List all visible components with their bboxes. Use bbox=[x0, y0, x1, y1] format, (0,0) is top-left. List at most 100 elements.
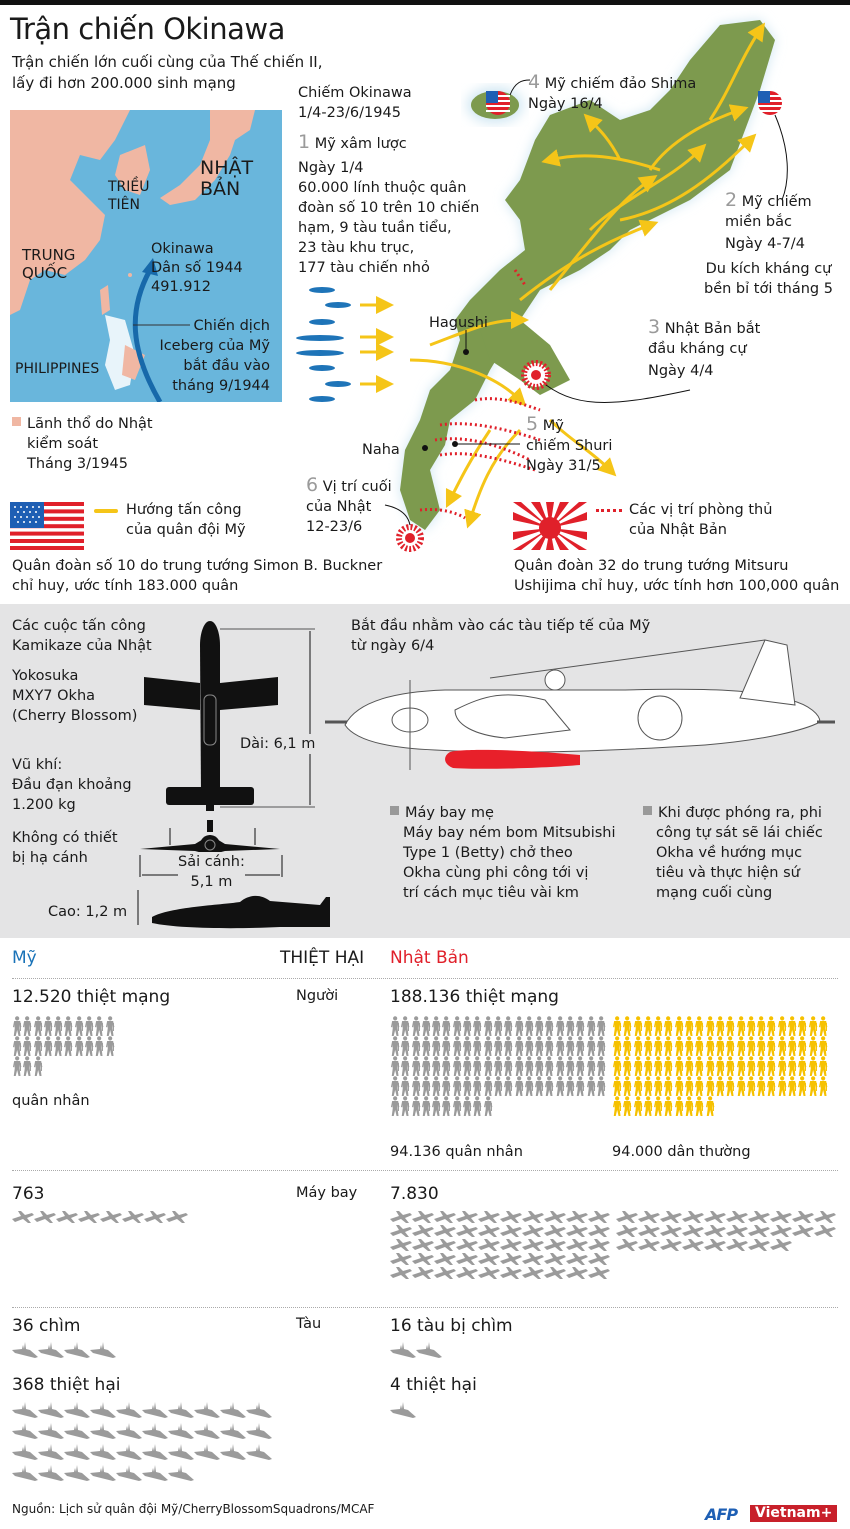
soldier-icon bbox=[411, 1036, 421, 1056]
ship-icon bbox=[38, 1465, 64, 1481]
soldier-icon bbox=[565, 1056, 575, 1076]
soldier-icon bbox=[514, 1076, 524, 1096]
soldier-icon bbox=[596, 1056, 606, 1076]
civilian-icon bbox=[797, 1016, 807, 1036]
soldier-icon bbox=[524, 1076, 534, 1096]
plane-icon bbox=[434, 1266, 456, 1280]
civilian-icon bbox=[633, 1056, 643, 1076]
civilian-icon bbox=[653, 1016, 663, 1036]
civilian-icon bbox=[612, 1096, 622, 1116]
soldier-icon bbox=[411, 1056, 421, 1076]
us-army-note: Quân đoàn số 10 do trung tướng Simon B. … bbox=[12, 558, 383, 594]
jp-flag-resistance bbox=[521, 360, 551, 390]
losses-header: THIỆT HẠI bbox=[280, 948, 365, 968]
label-japan: NHẬT BẢN bbox=[200, 157, 254, 200]
category-ships: Tàu bbox=[296, 1316, 322, 1332]
soldier-icon bbox=[586, 1076, 596, 1096]
civilian-icon bbox=[715, 1036, 725, 1056]
losses-jp-label: Nhật Bản bbox=[390, 948, 469, 968]
event-1: 1 Mỹ xâm lược Ngày 1/4 60.000 lính thuộc… bbox=[298, 131, 480, 276]
soldier-icon bbox=[565, 1076, 575, 1096]
civilian-icon bbox=[633, 1096, 643, 1116]
soldier-icon bbox=[544, 1056, 554, 1076]
ship-icon bbox=[90, 1402, 116, 1418]
us-people-sub: quân nhân bbox=[12, 1093, 90, 1109]
soldier-icon bbox=[390, 1016, 400, 1036]
us-soldier-pictogram bbox=[12, 1016, 118, 1076]
soldier-icon bbox=[390, 1036, 400, 1056]
ship-icon bbox=[416, 1342, 442, 1358]
jp-ships-sunk: 16 tàu bị chìm bbox=[390, 1316, 513, 1336]
plane-icon bbox=[522, 1238, 544, 1252]
civilian-icon bbox=[674, 1016, 684, 1036]
soldier-icon bbox=[421, 1016, 431, 1036]
jp-ship-damaged-pictogram bbox=[390, 1402, 650, 1418]
soldier-icon bbox=[105, 1036, 115, 1056]
civilian-icon bbox=[777, 1036, 787, 1056]
soldier-icon bbox=[534, 1036, 544, 1056]
plane-icon bbox=[660, 1224, 682, 1238]
civilian-icon bbox=[663, 1076, 673, 1096]
plane-icon bbox=[522, 1224, 544, 1238]
soldier-icon bbox=[483, 1016, 493, 1036]
civilian-icon bbox=[736, 1056, 746, 1076]
ship-icon bbox=[246, 1402, 272, 1418]
launch-note: Khi được phóng ra, phi công tự sát sẽ lá… bbox=[643, 803, 823, 903]
mother-plane-note: Máy bay mẹ Máy bay ném bom Mitsubishi Ty… bbox=[390, 803, 616, 903]
soldier-icon bbox=[441, 1016, 451, 1036]
soldier-icon bbox=[472, 1036, 482, 1056]
ship-icon bbox=[168, 1402, 194, 1418]
civilian-icon bbox=[715, 1056, 725, 1076]
civilian-icon bbox=[808, 1076, 818, 1096]
plane-icon bbox=[478, 1252, 500, 1266]
plane-icon bbox=[566, 1266, 588, 1280]
soldier-icon bbox=[441, 1056, 451, 1076]
plane-icon bbox=[770, 1238, 792, 1252]
civilian-icon bbox=[766, 1036, 776, 1056]
legend-us-attack: Hướng tấn công của quân đội Mỹ bbox=[126, 502, 246, 538]
plane-icon bbox=[638, 1210, 660, 1224]
ship-icon bbox=[90, 1465, 116, 1481]
civilian-icon bbox=[736, 1036, 746, 1056]
ship-icon bbox=[64, 1342, 90, 1358]
plane-icon bbox=[456, 1252, 478, 1266]
soldier-icon bbox=[411, 1016, 421, 1036]
soldier-icon bbox=[534, 1016, 544, 1036]
civilian-icon bbox=[818, 1076, 828, 1096]
civilian-icon bbox=[736, 1016, 746, 1036]
plane-icon bbox=[566, 1224, 588, 1238]
soldier-icon bbox=[514, 1036, 524, 1056]
civilian-icon bbox=[705, 1056, 715, 1076]
losses-us-label: Mỹ bbox=[12, 948, 37, 968]
plane-icon bbox=[544, 1266, 566, 1280]
us-planes-lost: 763 bbox=[12, 1184, 45, 1204]
us-ship-sunk-pictogram bbox=[12, 1342, 272, 1358]
ship-icon bbox=[38, 1402, 64, 1418]
us-ships-sunk: 36 chìm bbox=[12, 1316, 81, 1336]
soldier-icon bbox=[441, 1096, 451, 1116]
japan-rising-sun-flag-icon bbox=[513, 502, 587, 550]
soldier-icon bbox=[596, 1016, 606, 1036]
plane-icon bbox=[748, 1238, 770, 1252]
soldier-icon bbox=[472, 1016, 482, 1036]
place-hagushi: Hagushi bbox=[429, 315, 488, 331]
us-flag-icon bbox=[10, 502, 84, 550]
soldier-icon bbox=[452, 1056, 462, 1076]
soldier-icon bbox=[555, 1056, 565, 1076]
plane-icon bbox=[456, 1266, 478, 1280]
asia-map-legend: Lãnh thổ do Nhật kiểm soát Tháng 3/1945 bbox=[12, 414, 153, 474]
soldier-icon bbox=[84, 1016, 94, 1036]
civilian-icon bbox=[797, 1036, 807, 1056]
civilian-icon bbox=[622, 1076, 632, 1096]
event-6: 6 Vị trí cuối của Nhật 12-23/6 bbox=[306, 474, 392, 535]
plane-icon bbox=[412, 1210, 434, 1224]
soldier-icon bbox=[555, 1036, 565, 1056]
plane-icon bbox=[478, 1238, 500, 1252]
soldier-icon bbox=[452, 1016, 462, 1036]
civilian-icon bbox=[777, 1056, 787, 1076]
civilian-icon bbox=[705, 1096, 715, 1116]
place-naha: Naha bbox=[362, 442, 400, 458]
civilian-icon bbox=[766, 1056, 776, 1076]
civilian-icon bbox=[674, 1076, 684, 1096]
soldier-icon bbox=[431, 1036, 441, 1056]
